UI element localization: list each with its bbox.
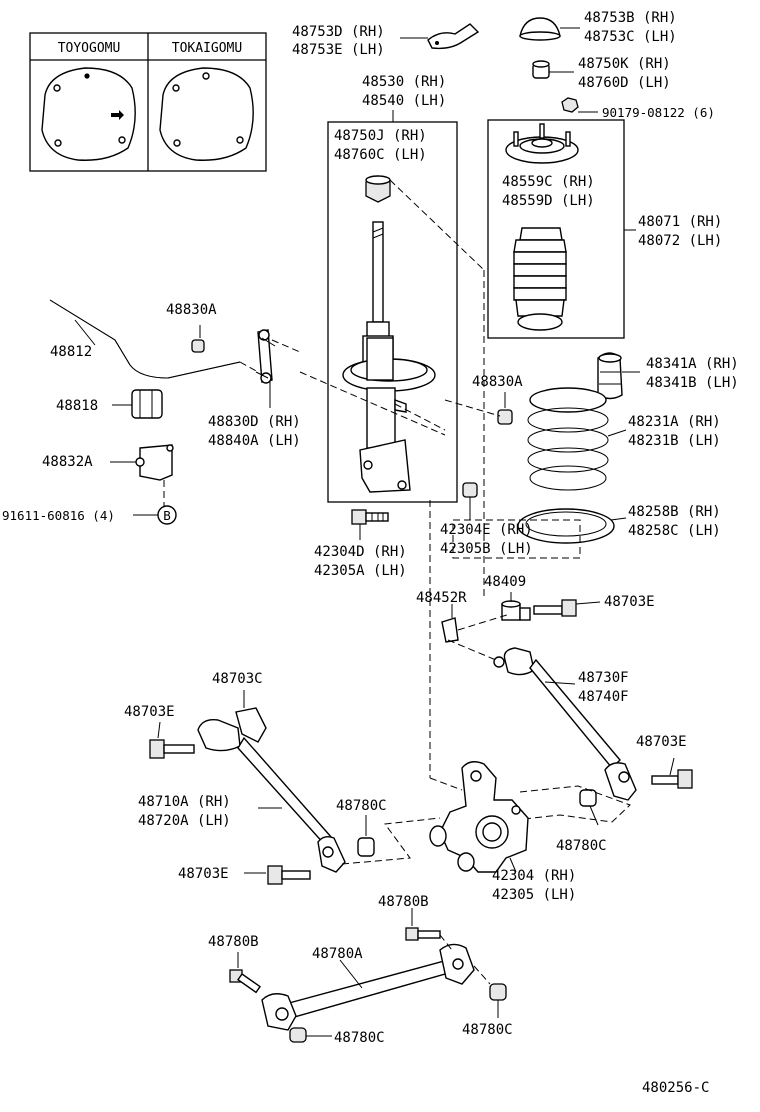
bolt-48780b-left-part [229,952,261,994]
label-48760d: 48760D (LH) [578,75,671,91]
bolt-48703e-right-part [651,757,693,789]
label-48753e: 48753E (LH) [292,42,385,58]
label-90179: 90179-08122 (6) [602,105,715,120]
label-42304d: 42304D (RH) [314,544,407,560]
label-48730f: 48730F [578,670,629,686]
label-48530: 48530 (RH) [362,74,446,90]
label-48830d: 48830D (RH) [208,414,301,430]
label-48840a: 48840A (LH) [208,433,301,449]
inset-header-tokaigomu: TOKAIGOMU [172,41,242,56]
label-48780c-d: 48780C [462,1022,513,1038]
mount-plate-tokaigomu [159,67,254,161]
label-48720a: 48720A (LH) [138,813,231,829]
label-48753b: 48753B (RH) [584,10,677,26]
inset-header-toyogomu: TOYOGOMU [58,41,121,56]
dust-cover-part [519,17,580,41]
label-48818: 48818 [56,398,98,414]
label-48812: 48812 [50,344,92,360]
label-42304: 42304 (RH) [492,868,576,884]
stabilizer-bracket-part [110,444,174,506]
label-48452r: 48452R [416,590,467,606]
strut-bracket-part [400,23,480,50]
label-48703e-d: 48703E [178,866,229,882]
label-48703e-b: 48703E [124,704,175,720]
mount-plate-toyogomu [41,67,136,161]
label-42305a: 42305A (LH) [314,563,407,579]
coil-spring-part [527,387,627,491]
bushing-48780c-br-part [473,965,507,1018]
label-48780b-a: 48780B [378,894,429,910]
label-48258b: 48258B (RH) [628,504,721,520]
nut-part [561,97,598,113]
label-48760c: 48760C (LH) [334,147,427,163]
link-nut-part [497,392,513,425]
lower-arm-48710a-part [197,707,346,873]
label-48710a: 48710A (RH) [138,794,231,810]
spring-insulator-part [517,508,627,544]
bolt-48703e-left-part [149,721,195,759]
callout-labels: 48753D (RH) 48753E (LH) 48753B (RH) 4875… [2,10,739,1096]
rear-arm-48780a-part [261,943,475,1031]
label-48231b: 48231B (LH) [628,433,721,449]
stabilizer-link-part [191,325,301,408]
label-48703c: 48703C [212,671,263,687]
spring-upper-box [487,119,625,339]
label-48832a: 48832A [42,454,93,470]
bolt-48780b-top-part [405,908,453,951]
label-48072: 48072 (LH) [638,233,722,249]
boot-bellows-part [513,227,567,331]
label-48740f: 48740F [578,689,629,705]
label-42304e: 42304E (RH) [440,522,533,538]
bolt-48703e-top-part [533,599,601,617]
label-42305: 42305 (LH) [492,887,576,903]
bolt-48703e-bottom-part [244,865,311,885]
bushing-48780c-bottom-part [289,1027,332,1043]
reference-b-text: B [163,508,171,523]
label-42305b: 42305B (LH) [440,541,533,557]
label-48258c: 48258C (LH) [628,523,721,539]
collar-48409-part [501,592,531,621]
knuckle-42304-part [429,761,529,873]
shock-absorber-part [342,175,436,493]
lateral-arm-48730f-part [493,647,637,801]
diagram-id-label: 480256-C [642,1080,709,1096]
label-48780a: 48780A [312,946,363,962]
label-48780c-b: 48780C [556,838,607,854]
label-48703e-c: 48703E [636,734,687,750]
strut-nut-part [462,482,478,520]
label-48071: 48071 (RH) [638,214,722,230]
label-48341b: 48341B (LH) [646,375,739,391]
label-48780c-a: 48780C [336,798,387,814]
label-48540: 48540 (LH) [362,93,446,109]
label-48703e-a: 48703E [604,594,655,610]
label-48753d: 48753D (RH) [292,24,385,40]
label-91611: 91611-60816 (4) [2,508,115,523]
mount-inset-table: TOYOGOMU TOKAIGOMU [29,32,267,172]
label-48780c-c: 48780C [334,1030,385,1046]
bumper-stopper-part [532,60,574,79]
label-48231a: 48231A (RH) [628,414,721,430]
label-48341a: 48341A (RH) [646,356,739,372]
arrow-icon [111,110,124,120]
label-48559c: 48559C (RH) [502,174,595,190]
stabilizer-bushing-part [112,389,163,419]
bump-stopper-part [597,352,640,400]
label-48750j: 48750J (RH) [334,128,427,144]
bushing-48780c-left-part [357,815,375,857]
label-48830a-top: 48830A [166,302,217,318]
label-48830a-mid: 48830A [472,374,523,390]
stabilizer-bar-part [49,299,241,379]
label-48409: 48409 [484,574,526,590]
spring-upper-seat-part [505,123,579,164]
label-48559d: 48559D (LH) [502,193,595,209]
strut-bolt-part [351,509,389,540]
label-48753c: 48753C (LH) [584,29,677,45]
label-48780b-b: 48780B [208,934,259,950]
label-48750k: 48750K (RH) [578,56,671,72]
bushing-48452r-part [441,604,459,643]
